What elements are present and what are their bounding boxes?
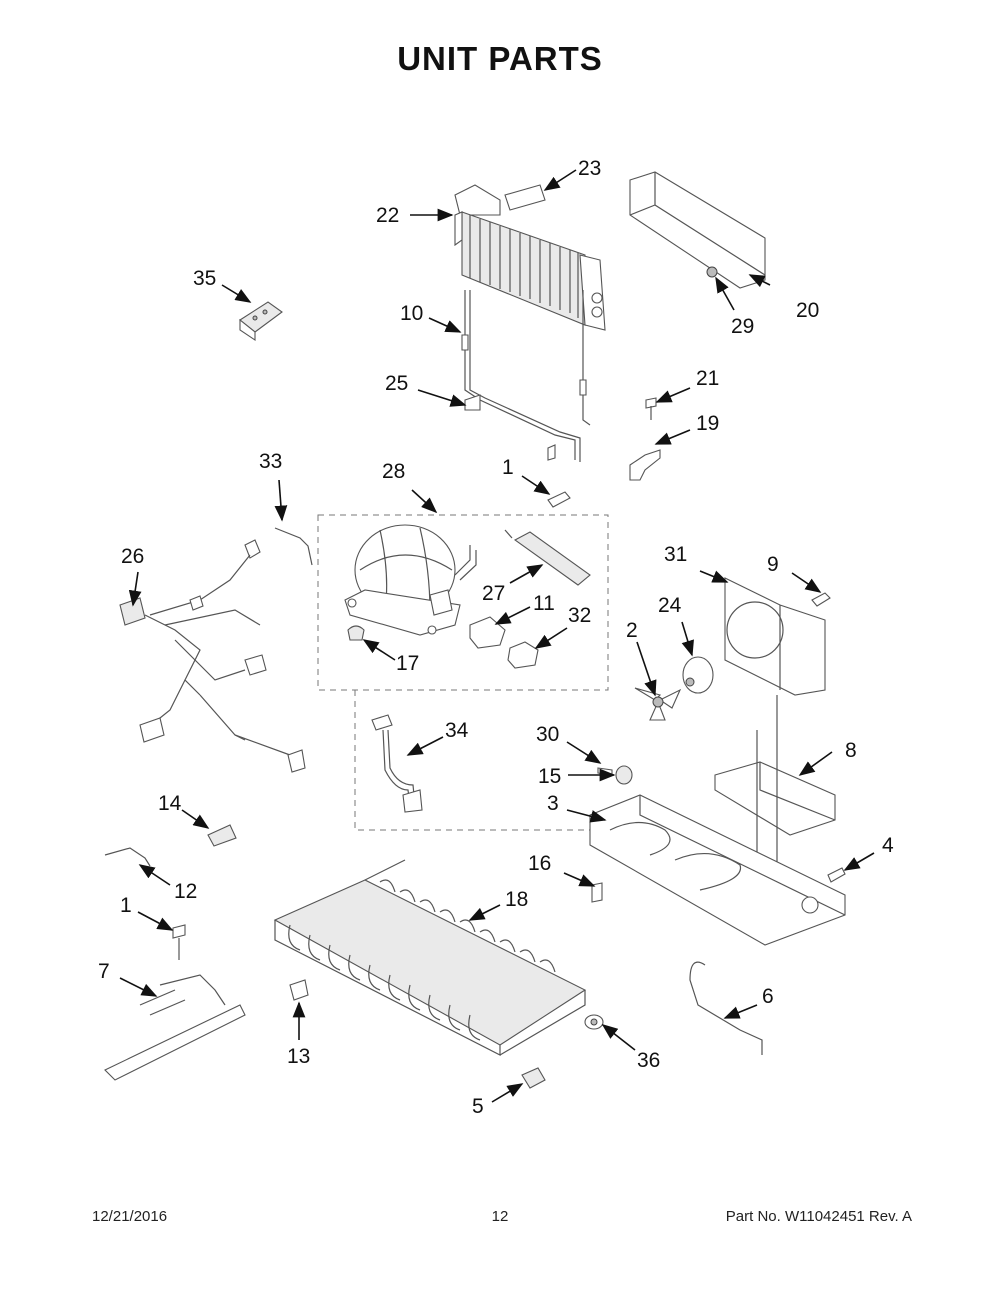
callout-31: 31 [664, 543, 687, 566]
part-11-relay [469, 616, 506, 649]
callout-34: 34 [445, 719, 469, 742]
callout-27: 27 [482, 582, 505, 605]
part-2-fan-blade [634, 687, 682, 721]
part-19-bracket [629, 449, 661, 481]
part-29-fastener [706, 266, 718, 278]
callout-21: 21 [696, 367, 719, 390]
part-14-grommet [207, 824, 237, 847]
callout-35: 35 [193, 267, 216, 290]
part-3-base-plate [589, 794, 846, 946]
callout-23: 23 [578, 157, 601, 180]
callout-30: 30 [536, 723, 559, 746]
callout-28: 28 [382, 460, 405, 483]
callout-12: 12 [174, 880, 197, 903]
part-6-tube [689, 961, 763, 1055]
callout-13: 13 [287, 1045, 310, 1068]
part-22-condenser [454, 184, 606, 331]
footer-page-number: 12 [491, 1208, 509, 1225]
callout-26: 26 [121, 545, 144, 568]
part-24-fan-motor [682, 656, 714, 694]
callout-19: 19 [696, 412, 719, 435]
callout-labels: 23 22 20 29 35 10 25 21 19 33 28 1 26 27… [98, 157, 894, 1118]
callout-20: 20 [796, 299, 819, 322]
part-16-screw [591, 882, 603, 903]
callout-8: 8 [845, 739, 857, 762]
callout-18: 18 [505, 888, 528, 911]
part-1-screw [172, 924, 186, 960]
part-36-sensor [584, 1014, 604, 1030]
footer-part-number: Part No. W11042451 Rev. A [725, 1208, 912, 1225]
part-23-label [504, 184, 546, 211]
callout-29: 29 [731, 315, 754, 338]
part-21-screw [645, 397, 657, 420]
callout-10: 10 [400, 302, 423, 325]
callout-9: 9 [767, 553, 779, 576]
callout-16: 16 [528, 852, 551, 875]
callout-25: 25 [385, 372, 408, 395]
part-4-screw [827, 867, 846, 883]
callout-22: 22 [376, 204, 399, 227]
part-12-wire [104, 847, 151, 867]
part-30-pin [597, 767, 613, 776]
callout-33: 33 [259, 450, 282, 473]
callout-24: 24 [658, 594, 682, 617]
part-20-cover [629, 171, 766, 289]
callout-3: 3 [547, 792, 559, 815]
callout-36: 36 [637, 1049, 660, 1072]
compressor [344, 524, 477, 636]
callout-arrows [119, 169, 875, 1103]
callout-6: 6 [762, 985, 774, 1008]
part-17-grommet [347, 625, 365, 641]
part-34-drain [371, 714, 423, 813]
callout-7: 7 [98, 960, 110, 983]
part-13-clip [289, 979, 309, 1001]
callout-15: 15 [538, 765, 561, 788]
part-5-insulation [521, 1067, 546, 1089]
page-title: UNIT PARTS [397, 40, 603, 77]
callout-1-bottom: 1 [120, 894, 132, 917]
footer-date: 12/21/2016 [92, 1208, 168, 1225]
callout-2: 2 [626, 619, 638, 642]
part-32-overload [507, 641, 539, 669]
part-33-wire [274, 527, 313, 566]
part-27-filter-drier [504, 529, 591, 586]
part-15-grommet [615, 765, 633, 785]
callout-5: 5 [472, 1095, 484, 1118]
callout-4: 4 [882, 834, 894, 857]
part-31-fan-shroud [724, 577, 826, 696]
part-26-wire-harness [119, 539, 306, 773]
part-1-valve [547, 491, 571, 508]
callout-17: 17 [396, 652, 419, 675]
part-35-control-board [239, 301, 283, 342]
callout-11: 11 [533, 592, 555, 615]
callout-14: 14 [158, 792, 182, 815]
part-28-compressor-outline [317, 514, 609, 691]
part-9-screw [811, 592, 831, 607]
part-18-evaporator [273, 859, 587, 1056]
part-7-heater [104, 974, 246, 1081]
callout-32: 32 [568, 604, 591, 627]
callout-1-top: 1 [502, 456, 514, 479]
part-8-mounting-bracket [714, 761, 836, 836]
